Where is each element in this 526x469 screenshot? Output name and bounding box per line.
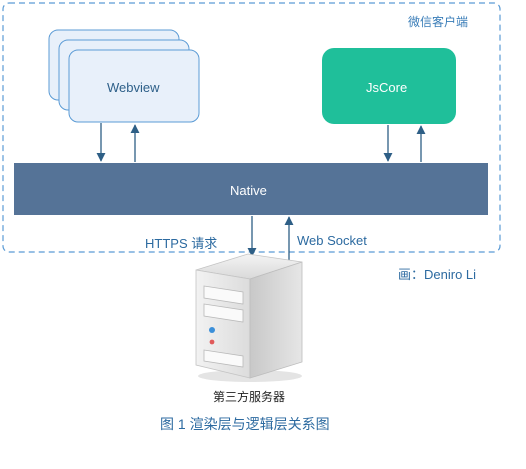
native-bar — [14, 163, 488, 215]
client-label: 微信客户端 — [408, 15, 469, 29]
jscore-label: JsCore — [366, 80, 408, 95]
server-label: 第三方服务器 — [213, 390, 286, 404]
webview-label: Webview — [107, 80, 160, 95]
figure-caption: 图 1 渲染层与逻辑层关系图 — [160, 416, 330, 432]
https-request-label: HTTPS 请求 — [145, 236, 218, 251]
jscore-box — [322, 48, 456, 124]
server-icon — [195, 253, 303, 382]
websocket-label: Web Socket — [297, 233, 367, 248]
webview-stack — [48, 29, 200, 123]
webview-box — [68, 49, 200, 123]
native-label: Native — [230, 183, 267, 198]
author-credit: 画：Deniro Li — [398, 267, 477, 282]
